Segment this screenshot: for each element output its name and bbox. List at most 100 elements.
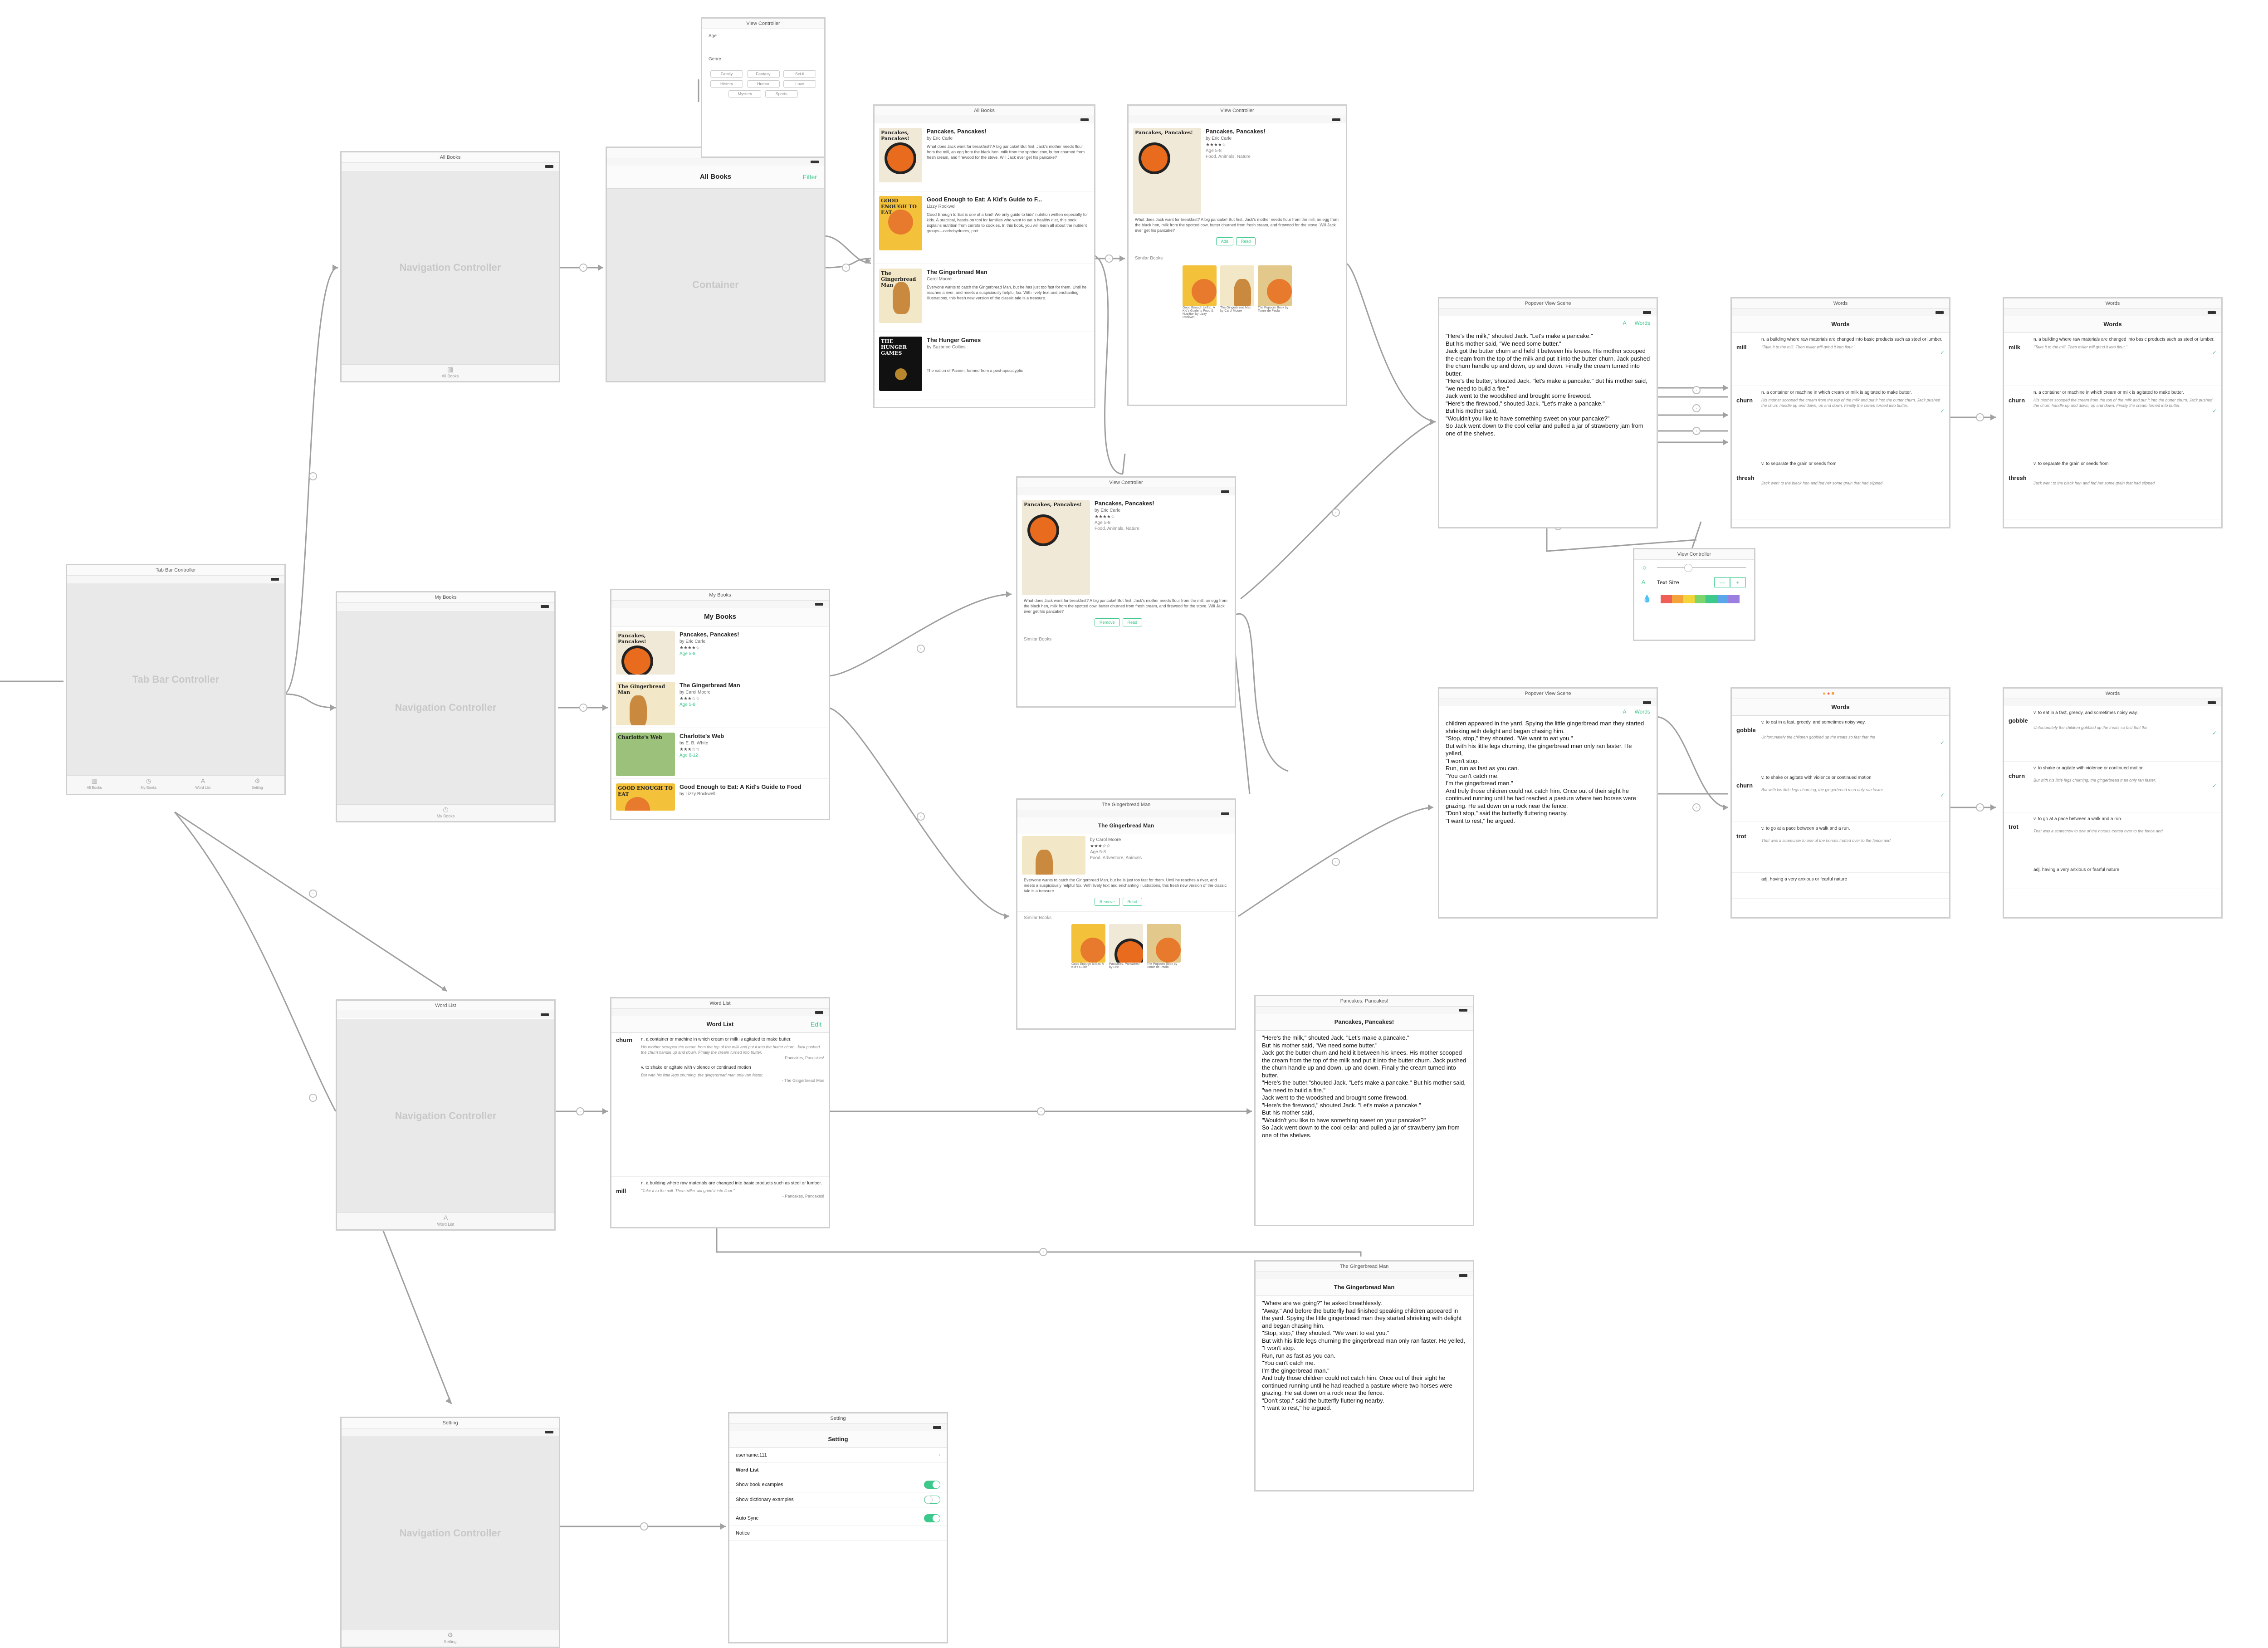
- segue-badge[interactable]: ◦: [309, 890, 317, 898]
- tab-bar-controller-scene[interactable]: Tab Bar Controller Tab Bar Controller ▥A…: [66, 564, 286, 795]
- text-size-icon[interactable]: A: [1623, 709, 1627, 715]
- toggle-switch[interactable]: [924, 1514, 940, 1522]
- check-icon[interactable]: ✓: [1940, 739, 1945, 746]
- text-size-view-controller[interactable]: View Controller ☼ A Text Size — + 💧: [1633, 548, 1755, 641]
- word-list-entry[interactable]: churn n. a container or machine in which…: [611, 1033, 829, 1177]
- check-icon[interactable]: ✓: [2212, 782, 2217, 789]
- list-item[interactable]: Pancakes, Pancakes!Pancakes, Pancakes!by…: [611, 626, 829, 677]
- segue-badge[interactable]: ◦: [1692, 427, 1701, 435]
- all-books-list-scene[interactable]: All Books Pancakes, Pancakes! Pancakes, …: [873, 104, 1095, 408]
- color-swatch[interactable]: [1672, 595, 1683, 603]
- segue-badge[interactable]: ◦: [1692, 386, 1701, 394]
- tab-all-books[interactable]: ▥All Books: [67, 776, 122, 794]
- nav-controller-my-books[interactable]: My Books Navigation Controller ◷My Books: [336, 591, 556, 822]
- segue-badge[interactable]: ◦: [579, 264, 587, 272]
- genre-tag[interactable]: Sci-fi: [783, 70, 816, 78]
- color-swatch[interactable]: [1706, 595, 1717, 603]
- segue-badge[interactable]: ◦: [579, 704, 587, 712]
- genre-tag[interactable]: Humor: [747, 80, 780, 88]
- filter-view-controller-scene[interactable]: View Controller Age Genre Family Fantasy…: [701, 17, 826, 158]
- segue-badge[interactable]: ◦: [842, 264, 850, 272]
- segue-badge[interactable]: ◦: [1976, 413, 1984, 421]
- nav-controller-all-books[interactable]: All Books Navigation Controller ▥All Boo…: [340, 151, 560, 382]
- segue-badge[interactable]: ◦: [1332, 509, 1340, 517]
- text-size-icon[interactable]: A: [1623, 320, 1627, 326]
- color-swatch[interactable]: [1694, 595, 1706, 603]
- genre-tag[interactable]: History: [710, 80, 743, 88]
- similar-book[interactable]: Good Enough to Eat: A Kid's Guide to Foo…: [1183, 265, 1217, 319]
- similar-book[interactable]: The Gingerbread Man by Carol Moore: [1220, 265, 1254, 319]
- reader-pancakes-scene[interactable]: Pancakes, Pancakes! Pancakes, Pancakes! …: [1254, 995, 1474, 1226]
- words-button[interactable]: Words: [1634, 709, 1650, 715]
- tab-setting[interactable]: ⚙Setting: [230, 776, 284, 794]
- settings-scene[interactable]: Setting Setting username:111› Word List …: [728, 1412, 948, 1643]
- segue-badge[interactable]: ◦: [917, 645, 925, 653]
- segue-badge[interactable]: ◦: [309, 1094, 317, 1102]
- genre-tag[interactable]: Love: [783, 80, 816, 88]
- list-item[interactable]: Pancakes, Pancakes! Pancakes, Pancakes!b…: [875, 123, 1094, 191]
- word-row[interactable]: adj. having a very anxious or fearful na…: [2004, 863, 2221, 889]
- setting-row[interactable]: Notice: [729, 1526, 947, 1541]
- read-button[interactable]: Read: [1122, 618, 1143, 626]
- genre-tag[interactable]: Fantasy: [747, 70, 780, 78]
- segue-badge[interactable]: ◦: [917, 812, 925, 821]
- segue-badge[interactable]: ◦: [1692, 404, 1701, 412]
- word-list-entry[interactable]: mill n. a building where raw materials a…: [611, 1177, 829, 1227]
- my-books-scene[interactable]: My Books My Books Pancakes, Pancakes!Pan…: [610, 589, 830, 820]
- nav-controller-setting[interactable]: Setting Navigation Controller ⚙Setting: [340, 1417, 560, 1648]
- segue-badge[interactable]: ◦: [1037, 1107, 1045, 1115]
- brightness-slider[interactable]: [1657, 564, 1746, 572]
- similar-book[interactable]: The Popcorn Book by Tomie de Paola: [1147, 924, 1181, 969]
- book-detail-scene[interactable]: View Controller Pancakes, Pancakes! Panc…: [1127, 104, 1347, 406]
- color-swatch[interactable]: [1728, 595, 1740, 603]
- add-button[interactable]: Add: [1216, 237, 1233, 245]
- check-icon[interactable]: ✓: [1940, 349, 1945, 356]
- list-item[interactable]: GOOD ENOUGH TO EAT Good Enough to Eat: A…: [875, 191, 1094, 264]
- reader-ginger-scene[interactable]: The Gingerbread Man The Gingerbread Man …: [1254, 1260, 1474, 1492]
- username-row[interactable]: username:111›: [729, 1448, 947, 1463]
- similar-book[interactable]: Pancakes, Pancakes! by Eric: [1109, 924, 1143, 969]
- genre-tag[interactable]: Mystery: [728, 90, 762, 98]
- check-icon[interactable]: ✓: [1940, 408, 1945, 414]
- segue-badge[interactable]: ◦: [1039, 1248, 1047, 1256]
- genre-tag[interactable]: Sports: [765, 90, 798, 98]
- filter-button[interactable]: Filter: [802, 173, 817, 181]
- toggle-switch[interactable]: [924, 1481, 940, 1489]
- read-button[interactable]: Read: [1236, 237, 1256, 245]
- edit-button[interactable]: Edit: [810, 1021, 821, 1028]
- segue-badge[interactable]: ◦: [576, 1107, 584, 1115]
- increase-size-button[interactable]: +: [1730, 577, 1746, 587]
- similar-book[interactable]: Good Enough to Eat: A Kid's Guide: [1071, 924, 1105, 969]
- toggle-switch[interactable]: [924, 1496, 940, 1504]
- remove-button[interactable]: Remove: [1095, 618, 1120, 626]
- genre-tag[interactable]: Family: [710, 70, 743, 78]
- decrease-size-button[interactable]: —: [1714, 577, 1730, 587]
- color-swatch[interactable]: [1683, 595, 1695, 603]
- segue-badge[interactable]: ◦: [1332, 858, 1340, 866]
- segue-badge[interactable]: ◦: [1692, 803, 1701, 812]
- word-row[interactable]: adj. having a very anxious or fearful na…: [1732, 873, 1949, 899]
- segue-badge[interactable]: ◦: [1105, 254, 1113, 263]
